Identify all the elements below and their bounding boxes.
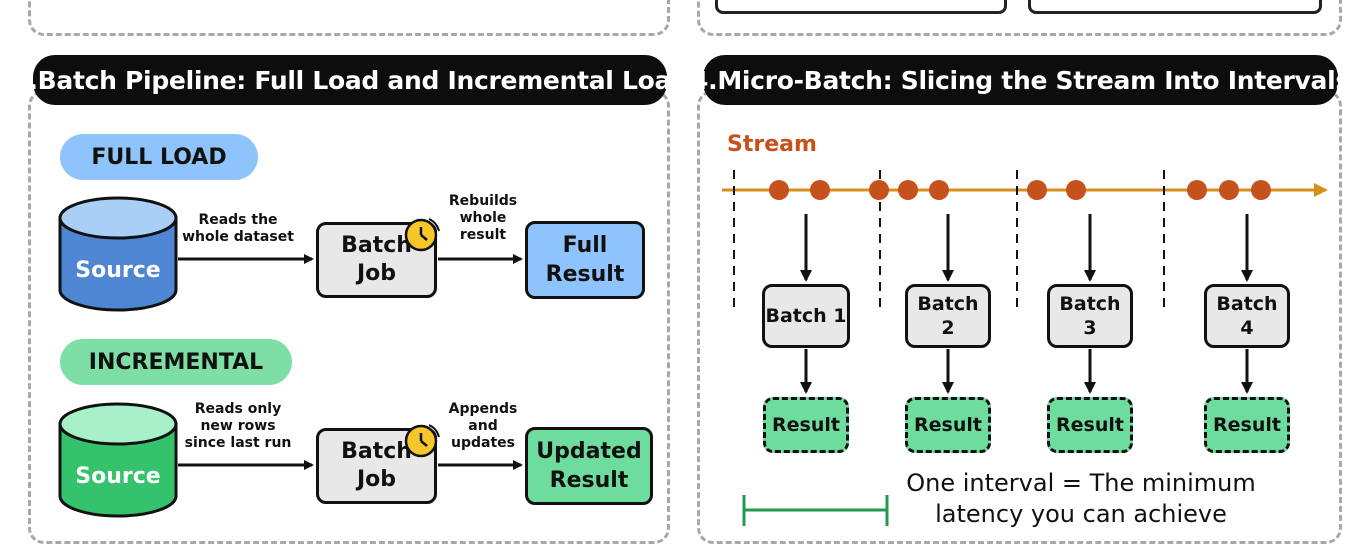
batch-3-line2: 3	[1083, 317, 1097, 339]
stream-event-dot	[810, 180, 830, 200]
stream-event-dot	[1219, 180, 1239, 200]
batch-3-line1: Batch	[1059, 293, 1121, 315]
batch-box-3: Batch 3	[1047, 284, 1133, 348]
full-result-box: Full Result	[525, 221, 645, 299]
inc-batch-job-line1: Batch	[341, 439, 412, 464]
clock-icon	[404, 218, 440, 252]
updated-result-line2: Result	[549, 468, 629, 493]
full-load-source-label: Source	[75, 258, 161, 283]
full-write-label: Rebuilds whole result	[448, 193, 518, 243]
top-right-box-a	[715, 0, 1007, 14]
inc-batch-job-line2: Job	[356, 467, 397, 492]
clock-icon	[404, 424, 440, 458]
full-load-source-cylinder	[58, 196, 178, 312]
full-batch-job-line2: Job	[356, 261, 397, 286]
updated-result-line1: Updated	[536, 439, 642, 464]
incremental-source-label: Source	[75, 464, 161, 489]
interval-note-line2: latency you can achieve	[935, 500, 1227, 528]
top-right-panel-border	[697, 0, 1342, 36]
batch-4-line1: Batch	[1216, 293, 1278, 315]
inc-read-label: Reads only new rows since last run	[184, 401, 292, 451]
incremental-source-cylinder	[58, 402, 178, 518]
full-load-tag: FULL LOAD	[60, 134, 258, 180]
full-result-line2: Result	[545, 262, 625, 287]
batch-box-4: Batch 4	[1204, 284, 1290, 348]
top-left-panel-border	[28, 0, 670, 36]
full-batch-job-line1: Batch	[341, 233, 412, 258]
batch-4-line2: 4	[1240, 317, 1254, 339]
batch-2-line2: 2	[941, 317, 955, 339]
interval-note-line1: One interval = The minimum	[906, 469, 1256, 497]
stream-label: Stream	[727, 132, 817, 157]
batch-2-line1: Batch	[917, 293, 979, 315]
full-read-label: Reads the whole dataset	[182, 212, 294, 245]
stream-event-dot	[1251, 180, 1271, 200]
stream-event-dot	[769, 180, 789, 200]
batch-box-2: Batch 2	[905, 284, 991, 348]
full-result-line1: Full	[562, 233, 608, 258]
result-box-1: Result	[763, 397, 849, 453]
result-box-3: Result	[1047, 397, 1133, 453]
stream-event-dot	[929, 180, 949, 200]
result-box-4: Result	[1204, 397, 1290, 453]
stream-event-dot	[1066, 180, 1086, 200]
incremental-tag: INCREMENTAL	[60, 339, 292, 385]
interval-note: One interval = The minimum latency you c…	[906, 468, 1256, 530]
stream-event-dot	[1027, 180, 1047, 200]
result-box-2: Result	[905, 397, 991, 453]
top-right-box-b	[1028, 0, 1322, 14]
batch-pipeline-title: 3.Batch Pipeline: Full Load and Incremen…	[11, 55, 689, 105]
micro-batch-title: 4.Micro-Batch: Slicing the Stream Into I…	[691, 55, 1350, 105]
batch-1-line1: Batch 1	[765, 305, 847, 327]
inc-write-label: Appends and updates	[448, 401, 518, 451]
updated-result-box: Updated Result	[525, 427, 653, 505]
stream-event-dot	[1187, 180, 1207, 200]
batch-box-1: Batch 1	[762, 284, 850, 348]
interval-bracket	[742, 495, 889, 526]
stream-event-dot	[869, 180, 889, 200]
stream-event-dot	[898, 180, 918, 200]
